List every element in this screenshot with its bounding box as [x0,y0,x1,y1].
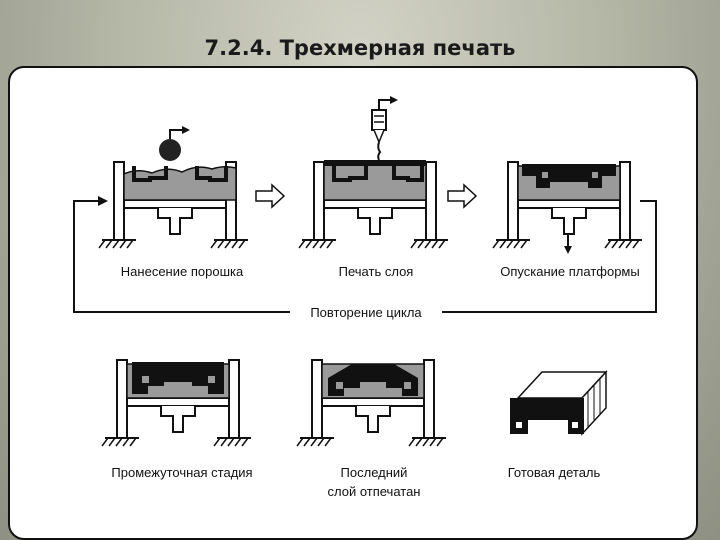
label-repeat-cycle: Повторение цикла [310,305,422,320]
stage-powder-spreading [99,126,248,248]
print-head-icon [371,109,387,131]
stage-layer-printing [299,96,448,248]
roller-icon [159,139,181,161]
label-last-layer-line2: слой отпечатан [327,484,420,499]
cycle-return-line [73,196,657,313]
label-last-layer-line1: Последний [341,465,408,480]
finished-part [510,370,608,436]
arrow-down-icon [564,246,572,254]
arrow-right-icon [447,184,477,208]
label-finished-part: Готовая деталь [508,465,601,480]
printing-process-diagram: Нанесение порошка Печать слоя Опускание … [73,96,657,499]
diagram-panel: Нанесение порошка Печать слоя Опускание … [8,66,698,540]
arrow-right-icon [255,184,285,208]
label-intermediate-stage: Промежуточная стадия [111,465,252,480]
stage-intermediate [102,360,251,446]
arrow-right-icon [98,196,108,206]
stage-platform-lowering [493,162,642,254]
label-layer-printing: Печать слоя [339,264,414,279]
label-platform-lowering: Опускание платформы [500,264,639,279]
slide-title: 7.2.4. Трехмерная печать [204,36,516,60]
label-powder-spreading: Нанесение порошка [121,264,244,279]
stage-last-layer [297,360,446,446]
